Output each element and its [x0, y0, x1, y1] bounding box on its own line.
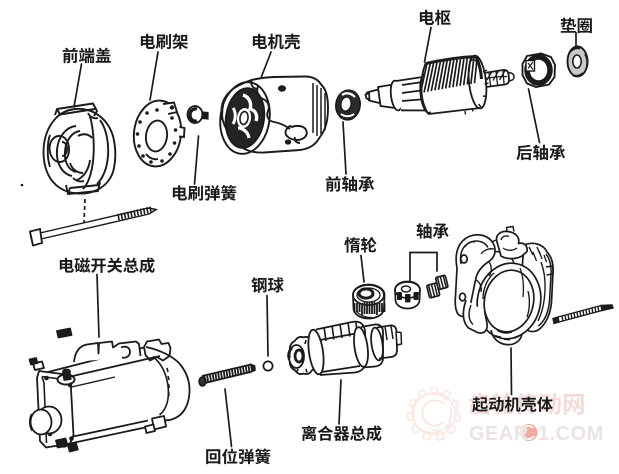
- svg-text:1.COM: 1.COM: [538, 423, 604, 445]
- svg-text:GEAR: GEAR: [469, 423, 529, 445]
